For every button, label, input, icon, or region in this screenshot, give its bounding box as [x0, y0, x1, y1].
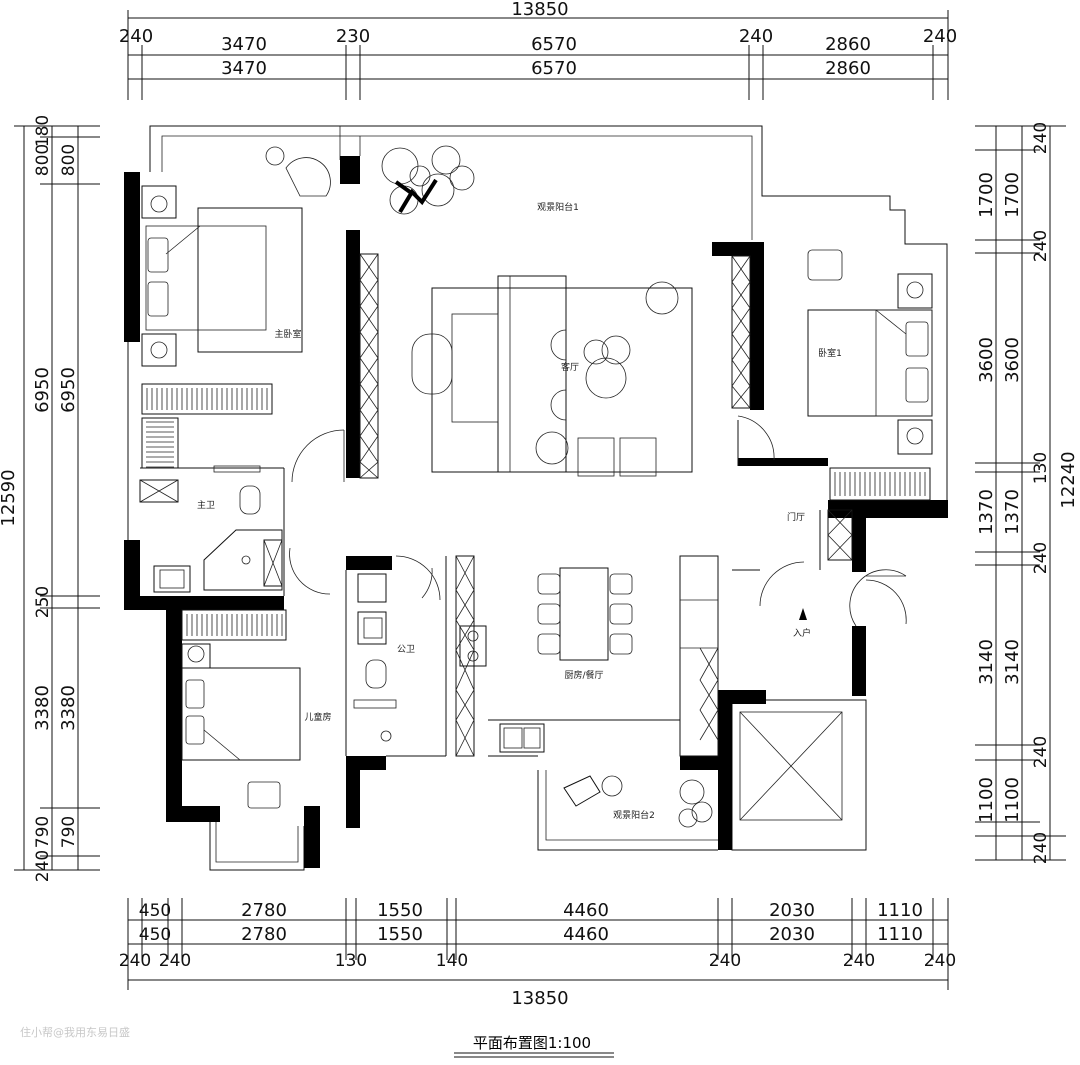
label-living-room: 客厅	[561, 361, 579, 373]
bottom-span-2030-a: 2030	[769, 900, 815, 921]
right-dim-1100-b: 1100	[1002, 777, 1023, 823]
label-kitchen-dining: 厨房/餐厅	[564, 669, 603, 681]
left-dim-180: 180	[33, 115, 53, 147]
label-balcony2: 观景阳台2	[613, 809, 655, 821]
label-entrance: 入户	[793, 627, 811, 639]
bottom-span-1550-a: 1550	[377, 900, 423, 921]
bottom-span-4460-b: 4460	[563, 924, 609, 945]
cabinets	[139, 253, 853, 757]
bedroom1-bed	[807, 249, 933, 455]
left-dim-800-a: 800	[33, 144, 53, 176]
top-span-3-upper: 2860	[825, 34, 871, 55]
right-dim-3600-a: 3600	[976, 337, 997, 383]
left-dim-250: 250	[33, 586, 53, 618]
right-dim-240-5: 240	[1031, 832, 1051, 864]
structural-walls	[124, 156, 948, 868]
bottom-total-dim: 13850	[511, 988, 568, 1009]
plant-icon	[381, 145, 475, 215]
bottom-span-2780-a: 2780	[241, 900, 287, 921]
top-span-1-lower: 3470	[221, 58, 267, 79]
slatted-wardrobes	[141, 383, 931, 641]
building-outline	[127, 125, 948, 871]
bottom-outer-130: 130	[335, 951, 367, 971]
wardrobe-slats	[146, 388, 926, 636]
top-outer-dim-4: 240	[923, 26, 957, 47]
left-dim-3380-b: 3380	[58, 685, 79, 731]
right-dim-1700-b: 1700	[1002, 172, 1023, 218]
kids-bed	[181, 643, 301, 809]
right-dim-1100-a: 1100	[976, 777, 997, 823]
ac-symbols	[150, 146, 924, 663]
left-dim-240: 240	[33, 850, 53, 882]
bottom-outer-140: 140	[436, 951, 468, 971]
right-dim-240-1: 240	[1031, 122, 1051, 154]
right-dim-240-4: 240	[1031, 736, 1051, 768]
bottom-outer-240-3: 240	[709, 951, 741, 971]
bottom-span-1550-b: 1550	[377, 924, 423, 945]
living-room-furniture	[411, 275, 693, 477]
bottom-dimension-lines	[127, 898, 949, 990]
right-total-dim: 12240	[1058, 451, 1079, 508]
balcony2-furniture	[563, 775, 713, 828]
left-dim-6950-b: 6950	[58, 367, 79, 413]
left-total-dim: 12590	[0, 469, 19, 526]
right-dim-3140-a: 3140	[976, 639, 997, 685]
bottom-span-2030-b: 2030	[769, 924, 815, 945]
dining-table	[537, 567, 633, 661]
bottom-span-4460-a: 4460	[563, 900, 609, 921]
left-dim-790-a: 790	[33, 816, 53, 848]
label-kids-room: 儿童房	[304, 711, 331, 723]
right-dim-1370-b: 1370	[1002, 489, 1023, 535]
right-dim-3600-b: 3600	[1002, 337, 1023, 383]
master-bath-fixtures	[153, 465, 283, 593]
top-dimension-lines	[127, 10, 949, 100]
left-dim-800-b: 800	[59, 144, 79, 176]
bottom-outer-240-5: 240	[924, 951, 956, 971]
left-dim-3380-a: 3380	[32, 685, 53, 731]
right-dim-3140-b: 3140	[1002, 639, 1023, 685]
doors	[289, 415, 907, 627]
kitchen-sink	[499, 723, 545, 753]
label-public-bath: 公卫	[397, 644, 415, 655]
bottom-span-2780-b: 2780	[241, 924, 287, 945]
top-outer-dim-1: 240	[119, 26, 153, 47]
top-outer-dim-3: 240	[739, 26, 773, 47]
label-foyer: 门厅	[787, 511, 805, 523]
left-dimension-lines	[14, 125, 100, 871]
bottom-span-1110-b: 1110	[877, 924, 923, 945]
left-dim-6950-a: 6950	[32, 367, 53, 413]
watermark: 住小帮@我用东易日盛	[20, 1025, 130, 1039]
label-master-bedroom: 主卧室	[274, 328, 301, 340]
bottom-span-1110-a: 1110	[877, 900, 923, 921]
top-total-dim: 13850	[511, 0, 568, 20]
bottom-outer-240-1: 240	[119, 951, 151, 971]
left-dim-790-b: 790	[59, 816, 79, 848]
label-master-bath: 主卫	[197, 499, 215, 511]
right-dim-130: 130	[1031, 452, 1051, 484]
top-span-2-lower: 6570	[531, 58, 577, 79]
right-dim-240-2: 240	[1031, 230, 1051, 262]
public-bath-fixtures	[353, 573, 397, 742]
right-dim-1370-a: 1370	[976, 489, 997, 535]
right-dimension-lines	[975, 125, 1066, 861]
label-balcony1: 观景阳台1	[537, 201, 579, 213]
top-span-1-upper: 3470	[221, 34, 267, 55]
top-outer-dim-2: 230	[336, 26, 370, 47]
master-bed	[141, 185, 303, 367]
label-bedroom1: 卧室1	[818, 347, 842, 359]
right-dim-240-3: 240	[1031, 542, 1051, 574]
top-span-2-upper: 6570	[531, 34, 577, 55]
plan-title: 平面布置图1:100	[473, 1034, 591, 1052]
stove	[459, 625, 487, 667]
right-dim-1700-a: 1700	[976, 172, 997, 218]
bottom-span-450-b: 450	[139, 925, 171, 945]
top-span-3-lower: 2860	[825, 58, 871, 79]
bottom-outer-240-2: 240	[159, 951, 191, 971]
bottom-span-450-a: 450	[139, 901, 171, 921]
bottom-outer-240-4: 240	[843, 951, 875, 971]
